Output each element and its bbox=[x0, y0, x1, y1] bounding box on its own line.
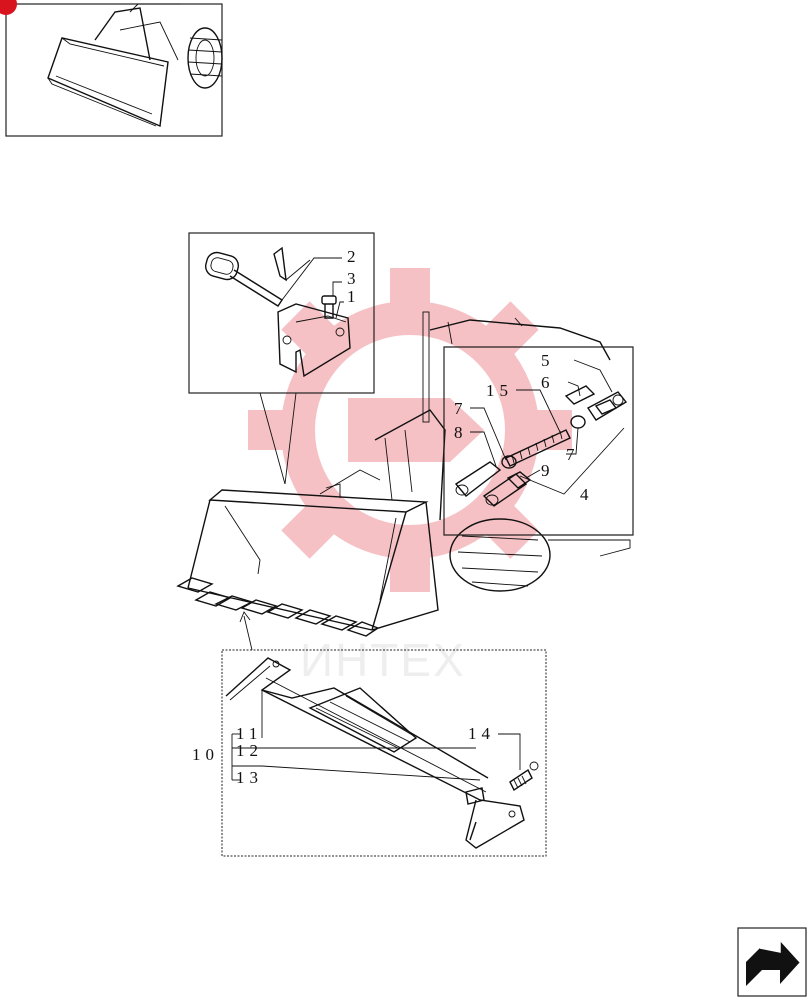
lock-pin-ring bbox=[204, 246, 287, 307]
callout-15: 15 bbox=[486, 381, 513, 400]
detail-box-right bbox=[443, 346, 634, 536]
callout-1: 1 bbox=[347, 287, 361, 306]
spacer-ring-left bbox=[501, 455, 517, 469]
thumbnail-badge-icon bbox=[0, 0, 17, 15]
callout-10: 10 bbox=[192, 745, 219, 764]
callout-4: 4 bbox=[580, 485, 594, 504]
callout-labels: 1 2 3 4 5 6 7 7 8 9 10 11 12 13 14 15 bbox=[192, 247, 594, 787]
spring-pin bbox=[509, 761, 539, 792]
spacer-ring-right bbox=[570, 415, 586, 429]
clevis-right bbox=[564, 385, 628, 421]
tractor-outline bbox=[319, 311, 631, 592]
cylinder-pin bbox=[505, 429, 571, 467]
bracket-part bbox=[277, 303, 351, 378]
callout-5: 5 bbox=[541, 351, 555, 370]
callout-7b: 7 bbox=[566, 445, 580, 464]
detail-box-lower bbox=[221, 649, 547, 857]
watermark-gear-icon bbox=[248, 268, 572, 592]
callout-11: 11 bbox=[236, 724, 262, 743]
callout-2: 2 bbox=[347, 247, 361, 266]
bolt-part bbox=[321, 295, 337, 319]
callout-13: 13 bbox=[236, 768, 263, 787]
bucket-teeth bbox=[176, 577, 380, 637]
watermark-text: ИНТЕХ bbox=[300, 634, 466, 686]
callout-8: 8 bbox=[454, 423, 468, 442]
detail-box-upper bbox=[188, 232, 375, 485]
loader-bucket-thumbnail bbox=[0, 0, 223, 137]
cutting-edge-assembly bbox=[225, 657, 525, 849]
callout-6: 6 bbox=[541, 373, 555, 392]
callout-3: 3 bbox=[347, 269, 361, 288]
callout-12: 12 bbox=[236, 741, 263, 760]
next-page-arrow-icon[interactable] bbox=[737, 927, 807, 997]
callout-14: 14 bbox=[468, 724, 495, 743]
callout-9: 9 bbox=[541, 461, 555, 480]
loader-bucket bbox=[176, 489, 439, 651]
callout-7a: 7 bbox=[454, 399, 468, 418]
